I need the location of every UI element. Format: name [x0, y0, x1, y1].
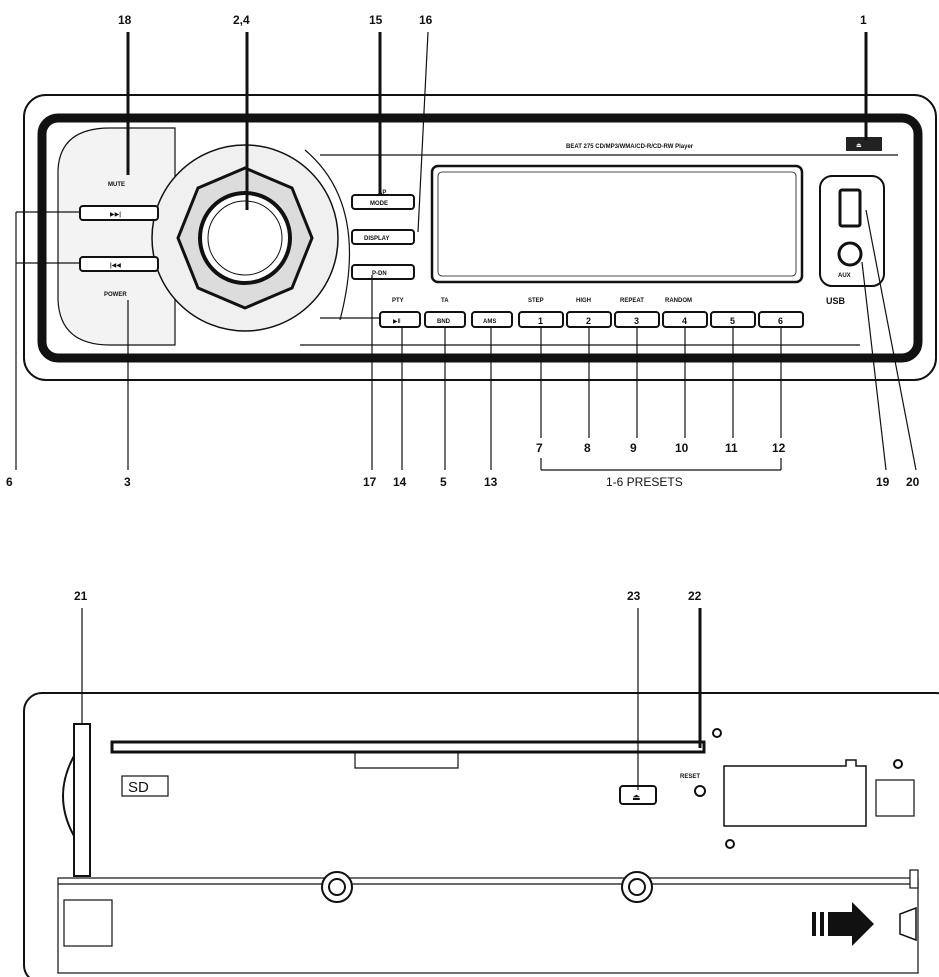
- knob-arc-right: [304, 149, 350, 321]
- sd-slot[interactable]: [73, 723, 91, 877]
- aux-label: AUX: [838, 273, 851, 279]
- skip-prev-icon: |◀◀: [110, 263, 121, 269]
- callout-19: 19: [876, 475, 890, 489]
- preset-label-5: 5: [730, 316, 735, 326]
- reset-hole[interactable]: [694, 785, 706, 797]
- callout-7: 7: [536, 441, 543, 455]
- mode-label: MODE: [370, 201, 388, 207]
- skip-next-button[interactable]: [79, 205, 159, 221]
- callout-14: 14: [393, 475, 407, 489]
- play-pause-icon: ▶‖: [393, 319, 401, 325]
- ap-label: AP: [378, 190, 386, 196]
- aux-jack[interactable]: [837, 241, 863, 267]
- eject-icon: ⏏: [632, 792, 641, 802]
- bottom-rail: [57, 877, 919, 974]
- rear-callouts: 21 23 22: [74, 589, 702, 790]
- callout-13: 13: [484, 475, 498, 489]
- eject-icon-front: ⏏: [856, 143, 862, 149]
- pdn-button[interactable]: [351, 264, 415, 280]
- callout-1: 1: [860, 13, 867, 27]
- power-label: POWER: [104, 292, 127, 298]
- reset-label: RESET: [680, 774, 700, 780]
- left-cluster: [57, 127, 176, 346]
- ams-button[interactable]: [471, 311, 513, 328]
- presets-caption: 1-6 PRESETS: [606, 475, 683, 489]
- square-socket: [875, 779, 915, 817]
- sd-label: SD: [128, 779, 149, 796]
- callout-16: 16: [419, 13, 433, 27]
- rail-tab: [63, 899, 113, 947]
- callout-23: 23: [627, 589, 641, 603]
- callout-10: 10: [675, 441, 689, 455]
- sd-card: [62, 755, 75, 837]
- pty-label: PTY: [392, 298, 404, 304]
- pdn-label: P-DN: [372, 271, 387, 277]
- usb-port[interactable]: [838, 188, 862, 228]
- repeat-label: REPEAT: [620, 298, 644, 304]
- band-label: BND: [437, 319, 451, 325]
- random-label: RANDOM: [665, 298, 692, 304]
- callout-12: 12: [772, 441, 786, 455]
- usb-icon: USB: [826, 296, 846, 306]
- callout-22: 22: [688, 589, 702, 603]
- eject-button-front[interactable]: [846, 137, 882, 151]
- step-label: STEP: [528, 298, 544, 304]
- callout-3: 3: [124, 475, 131, 489]
- preset-label-3: 3: [634, 316, 639, 326]
- callout-5: 5: [440, 475, 447, 489]
- skip-prev-button[interactable]: [79, 256, 159, 272]
- callout-17: 17: [363, 475, 377, 489]
- mode-button[interactable]: [351, 194, 415, 210]
- ta-label: TA: [441, 298, 449, 304]
- callout-18: 18: [118, 13, 132, 27]
- callout-9: 9: [630, 441, 637, 455]
- volume-knob-cap: [198, 191, 292, 285]
- play-pause-button[interactable]: [379, 311, 421, 328]
- preset-label-4: 4: [682, 316, 687, 326]
- preset-label-1: 1: [538, 316, 543, 326]
- skip-next-icon: ▶▶|: [110, 212, 121, 218]
- rear-panel: SD ⏏ RESET: [23, 692, 939, 977]
- front-panel: MUTE ▶▶| |◀◀ POWER AP MODE DISPLAY P-DN …: [23, 94, 937, 381]
- callout-6: 6: [6, 475, 13, 489]
- connector-block: [723, 759, 867, 827]
- preset-label-6: 6: [778, 316, 783, 326]
- callout-8: 8: [584, 441, 591, 455]
- callout-11: 11: [725, 441, 738, 455]
- front-callouts: 18 2,4 15 16 1 6 3 17 14 5 13 7 8 9 10 1…: [6, 13, 920, 489]
- high-label: HIGH: [576, 298, 591, 304]
- rear-connector-tab: [899, 906, 917, 942]
- ams-label: AMS: [483, 319, 496, 325]
- display-button[interactable]: [351, 229, 415, 245]
- callout-21: 21: [74, 589, 88, 603]
- mute-label: MUTE: [108, 182, 125, 188]
- callout-15: 15: [369, 13, 383, 27]
- preset-buttons: 1 2 3 4 5 6: [518, 311, 804, 328]
- disc-slot: [110, 740, 706, 754]
- callout-20: 20: [906, 475, 920, 489]
- display-label: DISPLAY: [364, 236, 389, 242]
- model-text: BEAT 275 CD/MP3/WMA/CD-R/CD-RW Player: [566, 144, 694, 150]
- lcd-display: [430, 164, 804, 284]
- arrow-right-icon: [812, 902, 874, 946]
- callout-2-4: 2,4: [233, 13, 250, 27]
- preset-label-2: 2: [586, 316, 591, 326]
- usb-aux-module: [819, 175, 885, 287]
